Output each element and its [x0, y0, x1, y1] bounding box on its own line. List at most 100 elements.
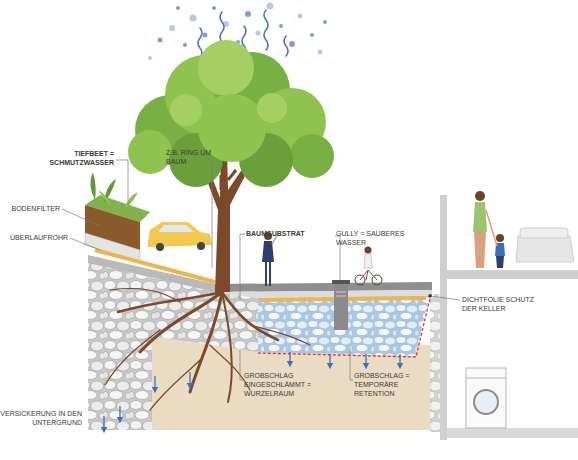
callout-label: GROBSCHLAG EINGESCHLÄMMT = WURZELRAUM [244, 372, 318, 398]
infiltration-arrow [365, 354, 366, 366]
infiltration-arrow [119, 406, 120, 420]
leader-line [70, 238, 100, 250]
machine-door [474, 390, 498, 414]
vapour-wave [284, 36, 288, 56]
root [118, 292, 222, 312]
person-head [365, 247, 372, 254]
root [110, 289, 180, 303]
callout-label: DICHTFOLIE SCHUTZ DER KELLER [462, 296, 536, 314]
sofa [516, 236, 574, 262]
gully-grate [336, 292, 346, 293]
tree-crown [128, 40, 334, 187]
infiltration-arrow [329, 354, 330, 366]
infiltration-arrow [189, 372, 190, 386]
mist-dot [310, 33, 314, 37]
mist-dot [203, 33, 208, 38]
root [222, 292, 232, 402]
infiltration-arrow [103, 416, 104, 430]
leaf-cluster [198, 40, 254, 96]
person-body [473, 202, 487, 232]
mist-dot [289, 41, 295, 47]
root [105, 330, 160, 385]
infiltration-arrow [154, 376, 155, 390]
sealing-liner [258, 294, 431, 357]
plant-leaf [90, 172, 95, 200]
mist-dot [176, 6, 180, 10]
machine-panel [466, 378, 506, 379]
car-wheel [156, 243, 164, 251]
person-leg [269, 262, 271, 286]
washing-machine [466, 368, 506, 428]
plants [90, 172, 138, 210]
house [440, 191, 578, 440]
vapour-wave [198, 28, 202, 58]
leader-line [240, 350, 243, 380]
root [150, 360, 200, 410]
coarse-gravel [88, 262, 152, 430]
overflow-pipe [95, 250, 215, 282]
mist-dot [245, 11, 251, 17]
car [148, 222, 212, 251]
person-leg [265, 262, 267, 286]
leader-line [430, 296, 460, 300]
mist-dot [256, 31, 261, 36]
plant-leaf [124, 192, 138, 210]
child-legs [496, 256, 504, 268]
person-body [364, 254, 372, 268]
bike-frame [360, 270, 377, 280]
callout-label: BAUMSUBSTRAT [246, 230, 318, 239]
leader-dot [428, 294, 432, 298]
leader-lines [62, 160, 460, 380]
vapour-wave [264, 10, 268, 50]
root [250, 325, 310, 345]
mist-dot [318, 50, 323, 55]
root [222, 292, 278, 340]
person-head [475, 191, 485, 201]
leader-line [116, 160, 128, 206]
house-wall [440, 195, 447, 440]
holding-hands [486, 210, 497, 246]
callout-label: BODENFILTER [0, 205, 60, 214]
leaf-cluster [128, 130, 172, 174]
mist-dot [212, 6, 216, 10]
mist-dot [267, 3, 274, 10]
callout-label: GULLY = SAUBERES WASSER [336, 230, 410, 248]
leader-line [240, 234, 245, 300]
mist-dot [190, 15, 197, 22]
plant-leaf [98, 190, 112, 206]
leaf-cluster [290, 134, 334, 178]
callout-label: VERSICKERUNG IN DEN UNTERGRUND [0, 410, 82, 428]
mist-dot [298, 14, 303, 19]
callout-label: Z.B. RING UM BAUM [166, 149, 212, 167]
callout-label: TIEFBEET = SCHMUTZWASSER [48, 150, 114, 168]
infiltration-arrow [399, 354, 400, 366]
mist-dot [323, 20, 327, 24]
mist-dot [158, 38, 163, 43]
gully-grate [332, 280, 350, 284]
mist-dot [169, 25, 175, 31]
root [190, 292, 222, 392]
leader-line [350, 348, 353, 380]
gully-shaft [334, 282, 348, 330]
infiltration-arrow [289, 352, 290, 364]
mist-dot [148, 56, 152, 60]
person-legs [474, 232, 486, 268]
car-wheel [197, 242, 205, 250]
paving [88, 255, 215, 292]
gully [332, 280, 350, 330]
mist-dot [183, 43, 187, 47]
floor-slab [447, 270, 578, 279]
callout-label: GROBSCHLAG = TEMPORÄRE RETENTION [354, 372, 418, 398]
basement-floor [447, 428, 578, 438]
pedestrian [262, 232, 278, 286]
leaf-cluster [170, 94, 202, 126]
callout-label: ÜBERLAUFROHR [0, 234, 68, 243]
root [140, 292, 222, 352]
leader-line [208, 160, 212, 268]
leader-line [62, 209, 100, 226]
branch [221, 170, 236, 190]
cyclist [355, 247, 382, 286]
gully-grate [336, 296, 346, 297]
